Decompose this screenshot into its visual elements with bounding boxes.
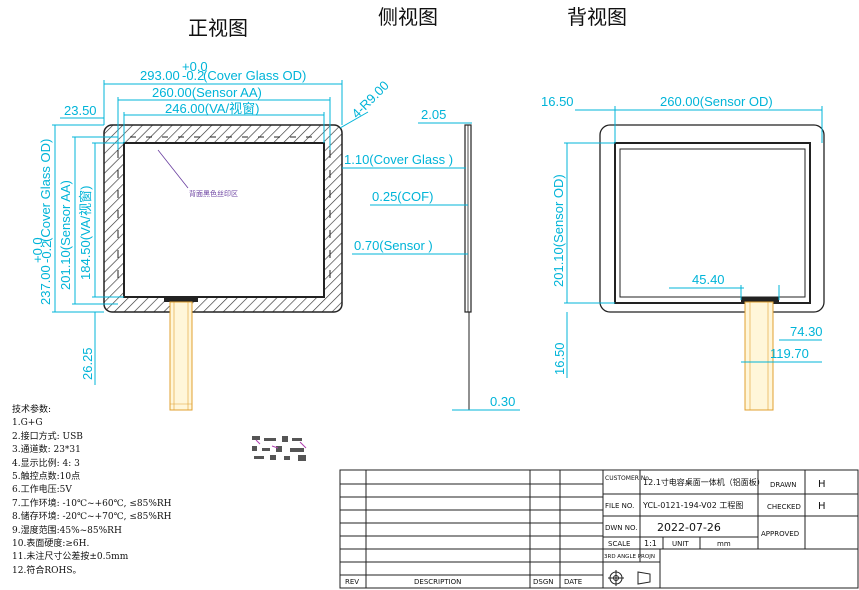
front-cover-od-width-label: (Cover Glass OD)	[203, 68, 306, 83]
front-viewing-area	[123, 142, 325, 298]
title-block	[339, 469, 859, 589]
back-fpc-tail	[744, 301, 774, 411]
note-item: 7.工作环境: -10℃~+60℃, ≤85%RH	[12, 498, 172, 509]
front-cover-od-width: 293.00	[140, 68, 180, 83]
projection-symbol-icon	[608, 570, 651, 586]
scale-value: 1:1	[644, 539, 657, 548]
back-fpc-width: 45.40	[692, 272, 725, 287]
front-view: 293.00 +0.0 -0.2 (Cover Glass OD) 260.00…	[30, 59, 392, 411]
side-cover-glass-label: 1.10(Cover Glass )	[344, 152, 453, 167]
checked-value: H	[818, 501, 826, 512]
front-cover-od-width-tol-plus: +0.0	[182, 59, 208, 74]
rev-label: REV	[345, 578, 359, 586]
back-view: 16.50 260.00(Sensor OD) 201.10(Sensor OD…	[541, 94, 825, 411]
front-cover-od-height: 237.00	[38, 265, 53, 305]
technical-notes: 技术参数: 1.G+G 2.接口方式: USB 3.通道数: 23*31 4.显…	[12, 404, 172, 578]
side-sensor-label: 0.70(Sensor )	[354, 238, 433, 253]
front-va-width: 246.00(VA/视窗)	[165, 101, 259, 116]
front-fpc-connector	[164, 297, 198, 302]
checked-label: CHECKED	[767, 503, 801, 511]
back-sensor-od-width: 260.00(Sensor OD)	[660, 94, 773, 109]
front-cover-od-height-tol-minus: -0.2	[39, 241, 54, 263]
dwn-label: DWN NO.	[605, 524, 637, 532]
note-item: 6.工作电压:5V	[12, 485, 72, 496]
unit-value: mm	[717, 540, 731, 548]
front-bottom-offset: 26.25	[80, 347, 95, 380]
side-cover-glass-thickness: 2.05	[421, 107, 446, 122]
front-view-title: 正视图	[188, 16, 248, 40]
back-sensor-od-height: 201.10(Sensor OD)	[551, 174, 566, 287]
scale-label: SCALE	[608, 540, 630, 548]
front-sensor-aa-height: 201.10(Sensor AA)	[58, 180, 73, 290]
back-bottom-offset: 16.50	[552, 342, 567, 375]
qr-like-mark	[252, 436, 307, 461]
front-va-height: 184.50(VA/视窗)	[78, 186, 93, 280]
note-item: 9.湿度范围:45%~85%RH	[12, 525, 122, 536]
note-item: 2.接口方式: USB	[12, 431, 83, 442]
side-bottom-thickness: 0.30	[490, 394, 515, 409]
note-item: 1.G+G	[12, 418, 43, 429]
drawn-value: H	[818, 479, 826, 490]
note-item: 10.表面硬度:≥6H.	[12, 539, 90, 550]
front-cover-od-height-tol-plus: +0.0	[30, 237, 45, 263]
customer-value: 12.1寸电容桌面一体机（铝面板）	[643, 477, 765, 487]
note-item: 4.显示比例: 4: 3	[12, 458, 80, 469]
front-cover-od-height-label: (Cover Glass OD)	[38, 139, 53, 242]
third-angle-label: 3RD ANGLE PROJN	[604, 554, 655, 560]
date-label: DATE	[564, 578, 582, 586]
front-left-offset: 23.50	[64, 103, 97, 118]
side-view-title: 侧视图	[378, 5, 438, 29]
back-fpc-offset-2: 119.70	[770, 346, 809, 361]
dwn-value: 2022-07-26	[657, 521, 721, 534]
front-electrode-marks	[117, 136, 331, 290]
approved-label: APPROVED	[761, 530, 799, 538]
front-sensor-aa-width: 260.00(Sensor AA)	[152, 85, 262, 100]
file-value: YCL-0121-194-V02 工程图	[642, 501, 743, 510]
note-item: 12.符合ROHS。	[12, 565, 82, 576]
note-item: 3.通道数: 23*31	[12, 445, 81, 456]
note-item: 8.储存环境: -20℃~+70℃, ≤85%RH	[12, 512, 172, 523]
note-item: 11.未注尺寸公差按±0.5mm	[12, 552, 129, 563]
customer-label: CUSTOMER No.	[605, 475, 651, 482]
back-view-title: 背视图	[567, 5, 627, 29]
title-block-text: CUSTOMER No. 12.1寸电容桌面一体机（铝面板） FILE NO. …	[345, 475, 826, 586]
side-cof-label: 0.25(COF)	[372, 189, 433, 204]
note-item: 5.触控点数:10点	[12, 472, 81, 483]
back-left-offset: 16.50	[541, 94, 574, 109]
back-fpc-connector	[741, 297, 779, 302]
back-sensor-od	[614, 142, 811, 304]
description-label: DESCRIPTION	[414, 578, 461, 586]
back-sensor-inner	[619, 148, 806, 298]
dsgn-label: DSGN	[533, 578, 554, 586]
front-corner-radius: 4-R9.00	[349, 78, 392, 121]
notes-title: 技术参数:	[12, 405, 52, 415]
front-fpc-tail	[169, 301, 193, 411]
file-label: FILE NO.	[605, 502, 634, 510]
unit-label: UNIT	[672, 540, 689, 548]
drawn-label: DRAWN	[770, 481, 797, 489]
front-cover-od-width-tol-minus: -0.2	[182, 68, 204, 83]
side-view: 2.05 1.10(Cover Glass ) 0.25(COF) 0.70(S…	[342, 107, 520, 411]
front-print-area-note: 背面黑色丝印区	[189, 189, 238, 198]
back-fpc-offset-1: 74.30	[790, 324, 823, 339]
